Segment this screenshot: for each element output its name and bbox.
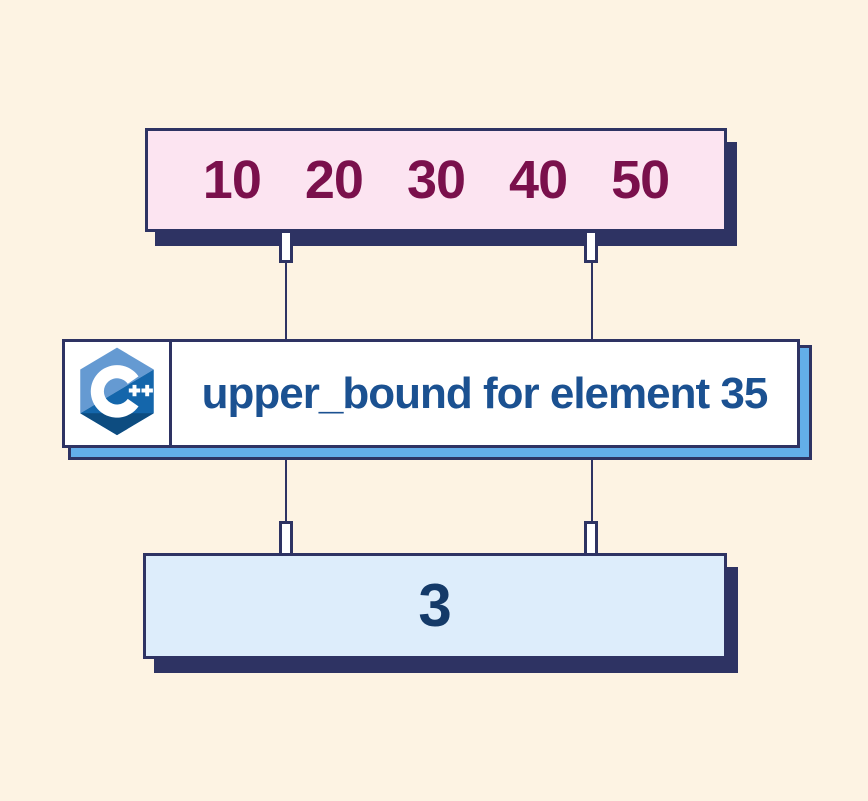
connector-tab-top-left — [279, 230, 293, 263]
function-box: upper_bound for element 35 — [62, 339, 800, 448]
array-value: 40 — [509, 150, 568, 210]
input-array-box: 10 20 30 40 50 — [145, 128, 727, 232]
array-value: 20 — [304, 150, 364, 210]
array-value: 50 — [611, 150, 670, 210]
cpp-logo-icon — [80, 347, 154, 435]
array-value: 10 — [202, 150, 262, 210]
connector-line-bottom-left — [285, 446, 287, 556]
connector-tab-top-right — [584, 230, 598, 263]
connector-tab-bottom-right — [584, 521, 598, 557]
connector-line-bottom-right — [591, 446, 593, 556]
array-value: 30 — [406, 150, 466, 210]
function-label: upper_bound for element 35 — [201, 368, 769, 418]
connector-tab-bottom-left — [279, 521, 293, 557]
logo-section — [65, 342, 172, 445]
result-box: 3 — [143, 553, 727, 659]
result-value: 3 — [418, 572, 452, 639]
connector-line-top-left — [285, 233, 287, 340]
connector-line-top-right — [591, 233, 593, 340]
